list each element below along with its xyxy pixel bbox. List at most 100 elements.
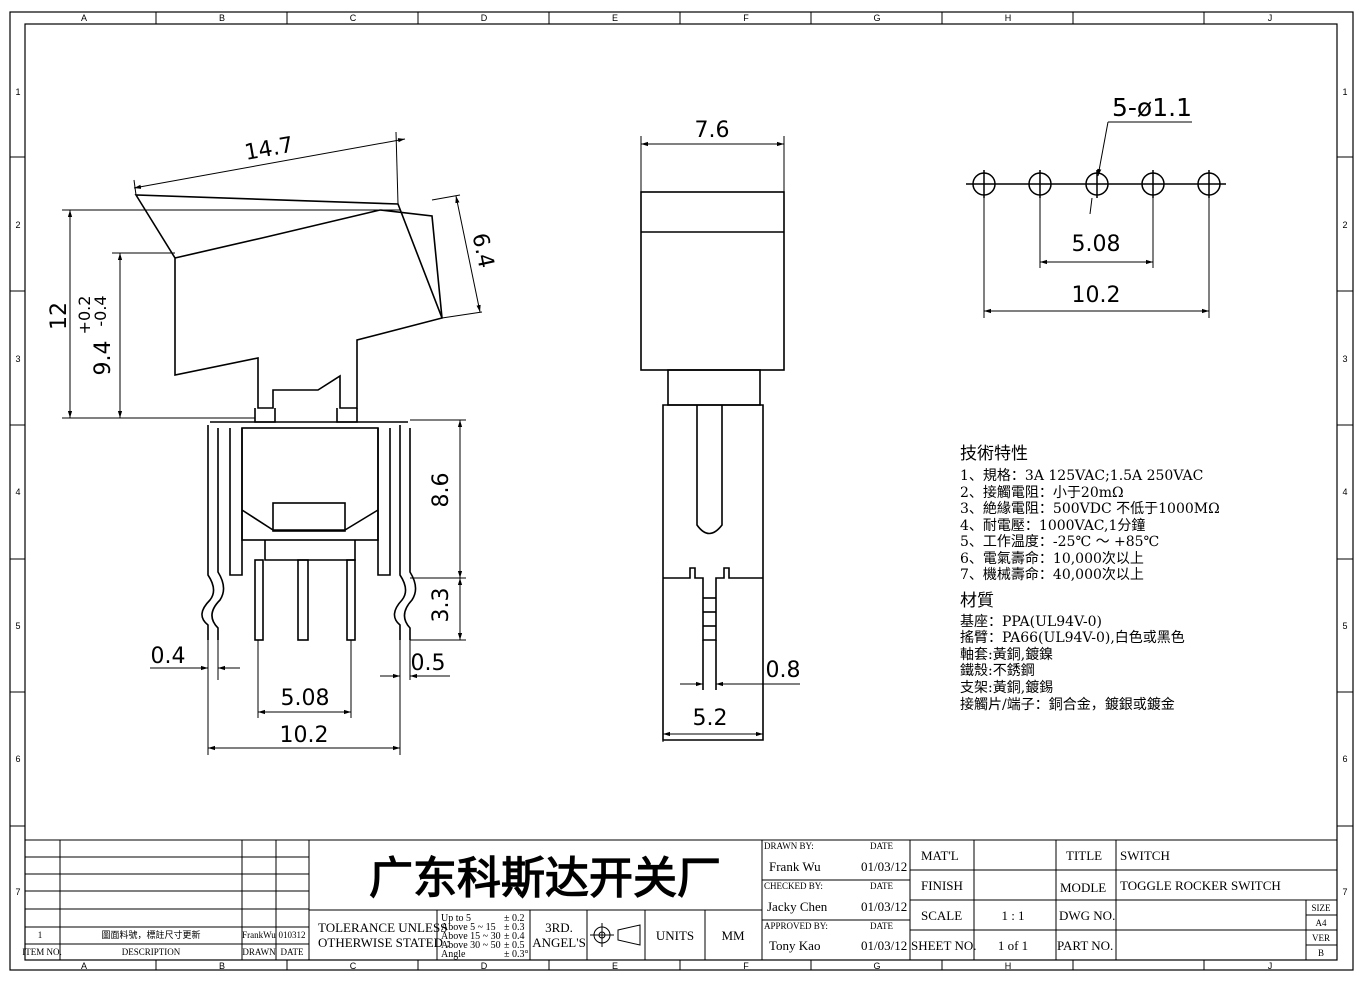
third-angle-symbol xyxy=(590,923,641,947)
finish-label: FINISH xyxy=(921,878,963,893)
zone-col-j-bottom: J xyxy=(1268,961,1273,971)
units-value: MM xyxy=(721,928,745,943)
size-label: SIZE xyxy=(1312,903,1332,913)
front-view-dim-labels: 7.6 0.8 5.2 xyxy=(693,118,801,731)
material-item-6: 接觸片/端子：銅合金，鍍銀或鍍金 xyxy=(960,696,1175,713)
zone-row-6-right: 6 xyxy=(1342,754,1347,764)
hole-pattern-dimensions xyxy=(983,121,1210,318)
material-item-2: 搖臂：PA66(UL94V-0),白色或黑色 xyxy=(960,629,1185,646)
tech-item-7: 7、機械壽命：40,000次以上 xyxy=(960,566,1144,583)
material-title: 材質 xyxy=(960,591,994,611)
zone-col-c-bottom: C xyxy=(350,961,357,971)
checked-by: Jacky Chen xyxy=(767,899,828,914)
dim-body-height: 8.6 xyxy=(429,473,454,508)
zone-col-c-top: C xyxy=(350,13,357,23)
units-label: UNITS xyxy=(656,928,694,943)
tech-item-2: 2、接觸電阻：小于20mΩ xyxy=(960,484,1124,501)
drawn-by-label: DRAWN BY: xyxy=(764,841,814,851)
spec-notes: 技術特性 1、規格：3A 125VAC;1.5A 250VAC 2、接觸電阻：小… xyxy=(960,444,1220,713)
zone-row-2-left: 2 xyxy=(15,220,20,230)
tech-item-6: 6、電氣壽命：10,000次以上 xyxy=(960,550,1144,567)
dim-terminal-length: 3.3 xyxy=(429,588,454,623)
dim-bracket-span: 10.2 xyxy=(280,723,329,748)
zone-row-6-left: 6 xyxy=(15,754,20,764)
zone-row-4-right: 4 xyxy=(1342,487,1347,497)
zone-col-f-top: F xyxy=(743,13,749,23)
zone-col-f-bottom: F xyxy=(743,961,749,971)
date-drawn: 01/03/12 xyxy=(861,859,907,874)
dim-pin-width: 0.4 xyxy=(151,644,186,669)
model-value: TOGGLE ROCKER SWITCH xyxy=(1120,878,1281,893)
scale-value: 1 : 1 xyxy=(1001,908,1024,923)
dim-overall-height: 12 xyxy=(47,302,72,330)
sheet-value: 1 of 1 xyxy=(998,938,1028,953)
dim-hole-span: 10.2 xyxy=(1072,283,1121,308)
zone-row-4-left: 4 xyxy=(15,487,20,497)
hole-pattern xyxy=(966,170,1226,198)
zone-col-g-bottom: G xyxy=(873,961,880,971)
rev-description: 圖面料號，標註尺寸更新 xyxy=(101,929,200,940)
approved-by-label: APPROVED BY: xyxy=(764,921,828,931)
tol-range-1: Up to 5 xyxy=(441,913,471,924)
material-item-1: 基座：PPA(UL94V-0) xyxy=(960,613,1102,630)
tech-item-5: 5、工作温度：-25℃ ～ +85℃ xyxy=(960,534,1159,550)
rev-header-desc: DESCRIPTION xyxy=(122,947,181,957)
tol-value-2: ± 0.3 xyxy=(504,922,525,933)
dim-rocker-length: 14.7 xyxy=(243,133,296,166)
zone-col-g-top: G xyxy=(873,13,880,23)
size-value: A4 xyxy=(1316,918,1327,928)
side-view-dimensions xyxy=(62,131,483,755)
rev-header-item: ITEM NO. xyxy=(22,947,62,957)
zone-markers xyxy=(10,12,1353,970)
zone-row-5-left: 5 xyxy=(15,621,20,631)
zone-letters: A B C D E F G H J A B C D E F G H J 1 2 … xyxy=(15,13,1347,971)
rev-drawn: FrankWu xyxy=(242,930,276,940)
tol-value-1: ± 0.2 xyxy=(504,913,525,924)
tol-range-3: Above 15 ~ 30 xyxy=(441,931,501,942)
material-item-4: 鐵殼:不銹鋼 xyxy=(960,662,1035,679)
tol-range-2: Above 5 ~ 15 xyxy=(441,922,496,933)
zone-col-b-top: B xyxy=(219,13,225,23)
title-value: SWITCH xyxy=(1120,848,1170,863)
zone-col-e-bottom: E xyxy=(612,961,618,971)
tol-range-5: Angle xyxy=(441,949,466,960)
zone-col-b-bottom: B xyxy=(219,961,225,971)
dim-rocker-thickness: 6.4 xyxy=(466,231,498,270)
date-label-checked: DATE xyxy=(870,881,893,891)
zone-row-7-left: 7 xyxy=(15,887,20,897)
zone-row-3-left: 3 xyxy=(15,354,20,364)
tech-item-3: 3、絶緣電阻：500VDC 不低于1000MΩ xyxy=(960,501,1220,517)
zone-col-a-bottom: A xyxy=(81,961,87,971)
tech-item-1: 1、規格：3A 125VAC;1.5A 250VAC xyxy=(960,468,1203,484)
dim-rocker-height: 9.4 xyxy=(91,341,116,376)
date-label-drawn: DATE xyxy=(870,841,893,851)
zone-col-a-top: A xyxy=(81,13,87,23)
tolerance-label-1: TOLERANCE UNLESS xyxy=(318,920,447,935)
side-view xyxy=(134,194,444,641)
rev-date: 010312 xyxy=(279,930,306,940)
angle-label-1: 3RD. xyxy=(545,920,573,935)
hole-pattern-dim-labels: 5-ø1.1 5.08 10.2 xyxy=(1072,93,1192,308)
dim-pin-thickness: 0.8 xyxy=(766,658,801,683)
zone-row-1-left: 1 xyxy=(15,87,20,97)
zone-row-1-right: 1 xyxy=(1342,87,1347,97)
title-block-grid xyxy=(25,839,1337,960)
zone-col-d-bottom: D xyxy=(481,961,488,971)
checked-by-label: CHECKED BY: xyxy=(764,881,823,891)
dim-bracket-thickness: 0.5 xyxy=(411,651,446,676)
tech-item-4: 4、耐電壓：1000VAC,1分鐘 xyxy=(960,517,1145,534)
title-block: 广东科斯达开关厂 1 圖面料號，標註尺寸更新 FrankWu 010312 IT… xyxy=(22,841,1331,960)
model-label: MODLE xyxy=(1060,880,1106,895)
rev-header-date: DATE xyxy=(281,947,304,957)
dim-hole-pitch: 5.08 xyxy=(1072,232,1121,257)
dwg-label: DWG NO. xyxy=(1059,908,1115,923)
drawn-by: Frank Wu xyxy=(769,859,821,874)
title-label: TITLE xyxy=(1066,848,1102,863)
date-label-approved: DATE xyxy=(870,921,893,931)
zone-col-j-top: J xyxy=(1268,13,1273,23)
zone-col-d-top: D xyxy=(481,13,488,23)
tech-title: 技術特性 xyxy=(960,444,1028,464)
rev-item-no: 1 xyxy=(38,930,43,940)
